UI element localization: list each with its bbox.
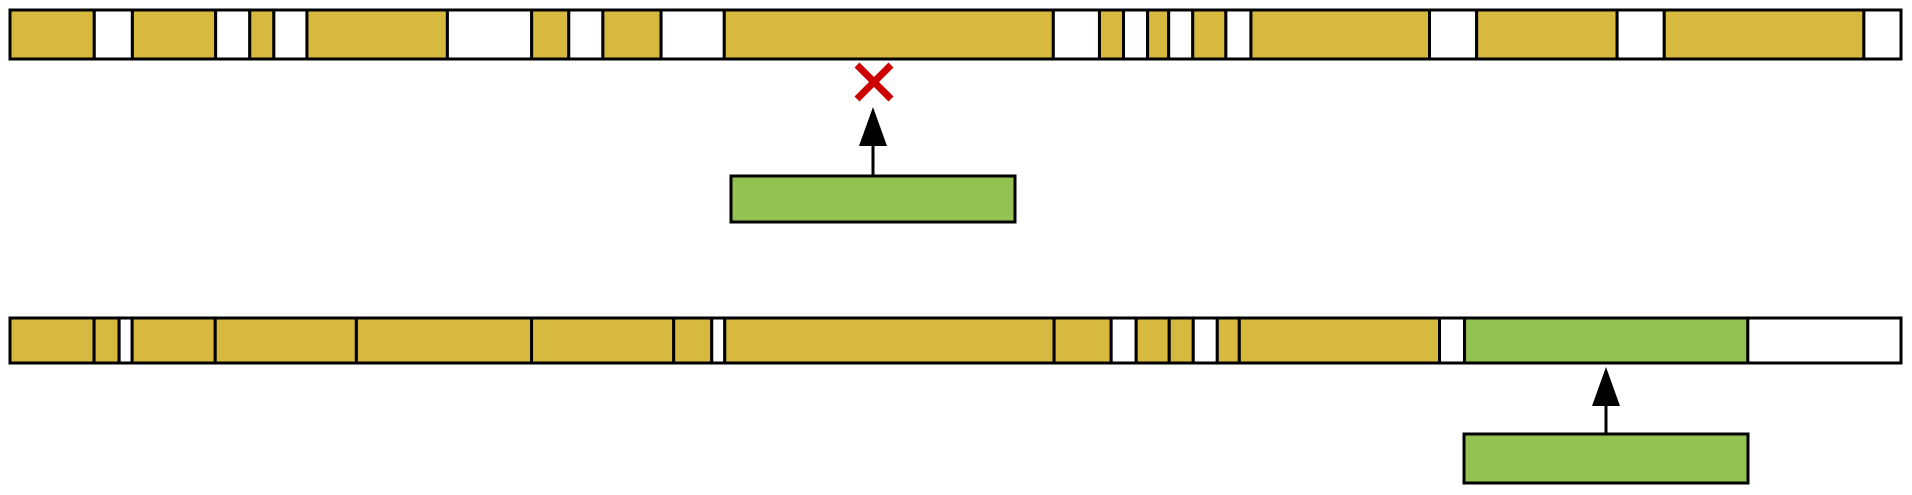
arrow-up-icon — [1592, 367, 1620, 406]
bottom-memory-row — [8, 316, 1903, 365]
allocated-segment — [1249, 8, 1432, 61]
incoming-block-placed — [1462, 432, 1750, 485]
free-segment — [659, 8, 726, 61]
free-segment — [1438, 316, 1467, 365]
allocated-segment — [130, 316, 217, 365]
allocated-segment — [1134, 316, 1171, 365]
free-segment — [1167, 8, 1195, 61]
incoming-block-rejected — [729, 174, 1017, 224]
free-segment — [567, 8, 605, 61]
allocated-segment — [530, 8, 571, 61]
free-segment — [1051, 8, 1101, 61]
arrow-up-icon — [859, 107, 887, 146]
allocated-segment — [1146, 8, 1171, 61]
allocated-segment — [305, 8, 449, 61]
allocated-segment — [1167, 316, 1195, 365]
allocated-segment — [1475, 8, 1619, 61]
free-segment — [92, 8, 134, 61]
allocated-segment — [1191, 8, 1228, 61]
allocated-segment — [530, 316, 676, 365]
free-segment — [710, 316, 727, 365]
free-segment — [214, 8, 252, 61]
allocated-segment — [722, 8, 1055, 61]
free-segment — [1615, 8, 1666, 61]
cross-icon — [854, 62, 894, 102]
allocated-segment — [248, 8, 276, 61]
free-segment — [1862, 8, 1903, 61]
free-segment — [1191, 316, 1219, 365]
allocated-segment — [1215, 316, 1241, 365]
allocated-segment — [354, 316, 534, 365]
free-segment — [445, 8, 534, 61]
allocated-segment — [130, 8, 218, 61]
allocated-segment — [723, 316, 1056, 365]
allocated-segment — [601, 8, 663, 61]
allocated-segment — [213, 316, 358, 365]
placed-block — [1463, 316, 1750, 365]
free-segment — [1224, 8, 1253, 61]
allocated-segment — [8, 316, 96, 365]
free-segment — [1109, 316, 1138, 365]
free-segment — [1428, 8, 1479, 61]
free-segment — [1122, 8, 1150, 61]
top-memory-row — [8, 8, 1903, 61]
allocated-segment — [1237, 316, 1442, 365]
allocated-segment — [1662, 8, 1866, 61]
allocated-segment — [92, 316, 121, 365]
free-segment — [272, 8, 309, 61]
allocated-segment — [1052, 316, 1113, 365]
free-segment — [117, 316, 134, 365]
free-segment — [1746, 316, 1903, 365]
allocated-segment — [8, 8, 96, 61]
allocated-segment — [672, 316, 714, 365]
allocated-segment — [1097, 8, 1126, 61]
